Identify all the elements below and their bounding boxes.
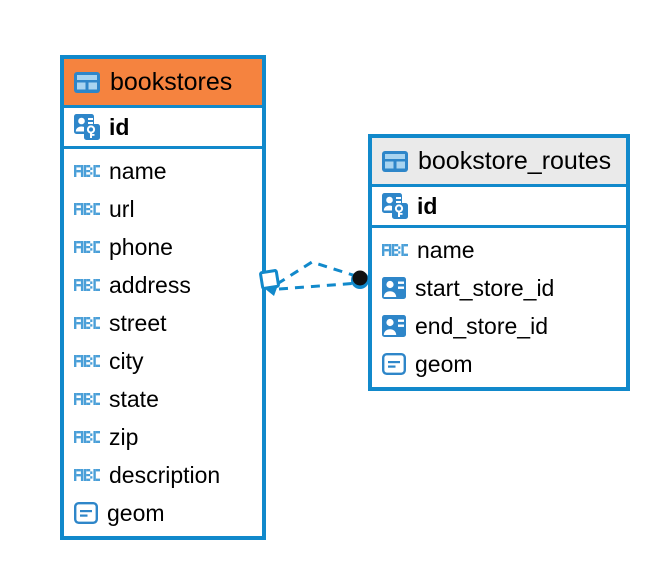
text-abc-icon: [74, 392, 100, 406]
field-row-url[interactable]: url: [64, 190, 262, 228]
relationship-line-lower: [278, 281, 360, 291]
field-row-geom[interactable]: geom: [64, 494, 262, 532]
text-abc-icon: [382, 243, 408, 257]
entity-table-bookstores[interactable]: bookstores id: [60, 55, 266, 540]
field-row-phone[interactable]: phone: [64, 228, 262, 266]
field-row-name[interactable]: name: [372, 231, 626, 269]
entity-header-bookstore-routes[interactable]: bookstore_routes: [372, 138, 626, 184]
primary-key-icon: [382, 193, 408, 219]
entity-table-bookstore-routes[interactable]: bookstore_routes: [368, 134, 630, 391]
entity-title: bookstores: [110, 67, 233, 96]
field-list-bookstore-routes: name start_store_id: [372, 228, 626, 387]
foreign-key-icon: [382, 277, 406, 299]
text-abc-icon: [74, 202, 100, 216]
field-row-id[interactable]: id: [64, 108, 262, 146]
field-row-city[interactable]: city: [64, 342, 262, 380]
primary-key-icon: [74, 114, 100, 140]
field-row-description[interactable]: description: [64, 456, 262, 494]
primary-key-section: id: [372, 184, 626, 228]
text-abc-icon: [74, 240, 100, 254]
field-label: start_store_id: [415, 274, 555, 301]
field-row-zip[interactable]: zip: [64, 418, 262, 456]
text-abc-icon: [74, 164, 100, 178]
text-abc-icon: [74, 430, 100, 444]
field-row-end-store-id[interactable]: end_store_id: [372, 307, 626, 345]
field-label: address: [109, 271, 191, 298]
entity-header-bookstores[interactable]: bookstores: [64, 59, 262, 105]
geometry-icon: [74, 502, 99, 525]
field-label: url: [109, 195, 135, 222]
field-label: description: [109, 461, 221, 488]
field-label: id: [417, 192, 438, 219]
field-label: phone: [109, 233, 173, 260]
field-row-geom[interactable]: geom: [372, 345, 626, 383]
field-label: geom: [415, 350, 473, 377]
field-label: city: [109, 347, 144, 374]
text-abc-icon: [74, 354, 100, 368]
foreign-key-icon: [382, 315, 406, 337]
field-row-street[interactable]: street: [64, 304, 262, 342]
field-label: id: [109, 113, 130, 140]
text-abc-icon: [74, 278, 100, 292]
field-row-name[interactable]: name: [64, 152, 262, 190]
field-label: state: [109, 385, 159, 412]
field-label: end_store_id: [415, 312, 548, 339]
entity-title: bookstore_routes: [418, 146, 612, 175]
geometry-icon: [382, 353, 407, 376]
field-row-state[interactable]: state: [64, 380, 262, 418]
table-icon: [382, 150, 408, 172]
table-icon: [74, 71, 100, 93]
field-label: geom: [107, 499, 165, 526]
field-row-address[interactable]: address: [64, 266, 262, 304]
field-label: name: [109, 157, 167, 184]
field-label: zip: [109, 423, 139, 450]
field-list-bookstores: name u: [64, 149, 262, 536]
field-row-id[interactable]: id: [372, 187, 626, 225]
field-label: name: [417, 236, 475, 263]
field-row-start-store-id[interactable]: start_store_id: [372, 269, 626, 307]
primary-key-section: id: [64, 105, 262, 149]
text-abc-icon: [74, 316, 100, 330]
filled-circle-marker: [351, 270, 369, 289]
relationship-line-upper: [276, 260, 360, 286]
text-abc-icon: [74, 468, 100, 482]
field-label: street: [109, 309, 167, 336]
